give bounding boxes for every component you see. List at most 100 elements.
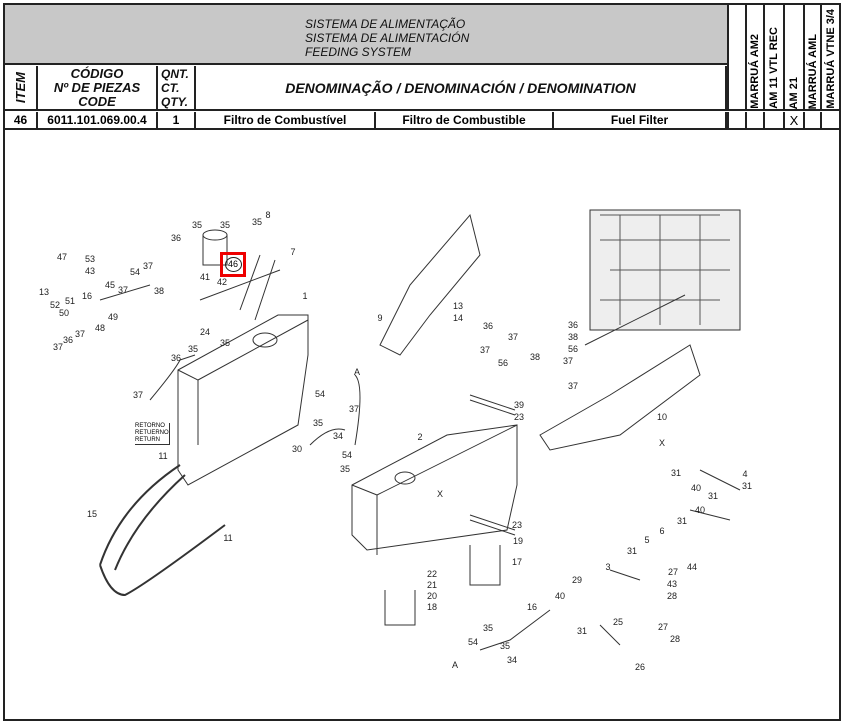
highlighted-callout-46[interactable]: 46: [220, 252, 246, 277]
model-vtne-label: MARRUÁ VTNE 3/4: [824, 9, 837, 109]
callout-47: 47: [56, 252, 68, 262]
model-aml-label: MARRUÁ AML: [806, 33, 819, 109]
callout-36: 36: [567, 320, 579, 330]
callout-38: 38: [529, 352, 541, 362]
part-item: 46: [5, 112, 38, 130]
callout-8: 8: [265, 210, 271, 220]
callout-31: 31: [741, 481, 753, 491]
callout-17: 17: [511, 557, 523, 567]
col-qty-pt: QNT.: [161, 66, 189, 81]
callout-14: 14: [452, 313, 464, 323]
col-qty-en: QTY.: [161, 94, 188, 109]
part-name-pt: Filtro de Combustível: [196, 112, 376, 130]
callout-35: 35: [312, 418, 324, 428]
callout-21: 21: [426, 580, 438, 590]
callout-15: 15: [86, 509, 98, 519]
callout-35: 35: [482, 623, 494, 633]
callout-16: 16: [81, 291, 93, 301]
callout-A: A: [353, 367, 361, 377]
part-code: 6011.101.069.00.4: [38, 112, 158, 130]
callout-11: 11: [158, 451, 168, 461]
callout-13: 13: [38, 287, 50, 297]
engine-block: [589, 209, 741, 331]
return-label-en: RETURN: [135, 437, 160, 443]
callout-37: 37: [567, 381, 579, 391]
callout-2: 2: [417, 432, 423, 442]
callout-52: 52: [49, 300, 61, 310]
title-pt: SISTEMA DE ALIMENTAÇÃO: [305, 17, 466, 31]
model-am11-label: AM 11 VTL REC: [768, 27, 780, 109]
callout-43: 43: [666, 579, 678, 589]
callout-30: 30: [291, 444, 303, 454]
col-item-label: ITEM: [13, 71, 28, 104]
rods: [384, 294, 686, 626]
mark-vtne: [820, 112, 839, 130]
callout-37: 37: [479, 345, 491, 355]
col-qty-es: CT.: [161, 80, 180, 95]
callout-43: 43: [84, 266, 96, 276]
callout-24: 24: [199, 327, 211, 337]
bracket-10: [539, 344, 701, 451]
callout-31: 31: [707, 491, 719, 501]
col-qty-header: QNT.CT.QTY.: [158, 66, 196, 111]
part-name-es: Filtro de Combustible: [376, 112, 554, 130]
col-item-header: ITEM: [5, 66, 38, 111]
page-frame: [3, 3, 841, 721]
callout-37: 37: [142, 261, 154, 271]
callout-28: 28: [669, 634, 681, 644]
callout-20: 20: [426, 591, 438, 601]
callout-4: 4: [742, 469, 748, 479]
callout-40: 40: [694, 505, 706, 515]
callout-37: 37: [74, 329, 86, 339]
mark-am21: X: [783, 112, 803, 130]
callout-37: 37: [132, 390, 144, 400]
col-denomination-label: DENOMINAÇÃO / DENOMINACIÓN / DENOMINATIO…: [285, 79, 636, 96]
callout-27: 27: [657, 622, 669, 632]
callout-35: 35: [339, 464, 351, 474]
callout-1: 1: [302, 291, 308, 301]
col-code-en: CODE: [78, 93, 116, 109]
callout-28: 28: [666, 591, 678, 601]
callout-X: X: [658, 438, 666, 448]
callout-45: 45: [104, 280, 116, 290]
callout-11: 11: [223, 533, 233, 543]
callout-37: 37: [117, 285, 129, 295]
callout-7: 7: [290, 247, 296, 257]
callout-53: 53: [84, 254, 96, 264]
callout-54: 54: [314, 389, 326, 399]
callout-37: 37: [348, 404, 360, 414]
fuel-tank-1: [177, 314, 309, 486]
callout-34: 34: [506, 655, 518, 665]
callout-37: 37: [507, 332, 519, 342]
callout-48: 48: [94, 323, 106, 333]
callout-23: 23: [513, 412, 525, 422]
callout-36: 36: [482, 321, 494, 331]
callout-6: 6: [659, 526, 665, 536]
fuel-tank-2: [351, 424, 518, 555]
exploded-view-drawing: [99, 209, 741, 651]
section-title: SISTEMA DE ALIMENTAÇÃO SISTEMA DE ALIMEN…: [5, 5, 727, 65]
callout-38: 38: [567, 332, 579, 342]
return-label-pt: RETORNO: [135, 423, 165, 429]
highlight-label: 46: [224, 257, 242, 272]
col-code-es: Nº DE PIEZAS: [53, 79, 141, 95]
callout-29: 29: [571, 575, 583, 585]
callout-54: 54: [129, 267, 141, 277]
callout-56: 56: [567, 344, 579, 354]
callout-36: 36: [170, 353, 182, 363]
callout-35: 35: [187, 344, 199, 354]
callout-38: 38: [153, 286, 165, 296]
return-label-es: RETUERNO: [135, 430, 169, 436]
callout-54: 54: [467, 637, 479, 647]
callout-X: X: [436, 489, 444, 499]
col-code-pt: CÓDIGO: [70, 65, 124, 81]
callout-36: 36: [62, 335, 74, 345]
callout-37: 37: [562, 356, 574, 366]
model-col-am11: AM 11 VTL REC: [763, 5, 783, 111]
callout-35: 35: [219, 220, 231, 230]
callout-44: 44: [686, 562, 698, 572]
callout-25: 25: [612, 617, 624, 627]
callout-22: 22: [426, 569, 438, 579]
hoses: [99, 254, 741, 651]
mark-am11: [763, 112, 783, 130]
